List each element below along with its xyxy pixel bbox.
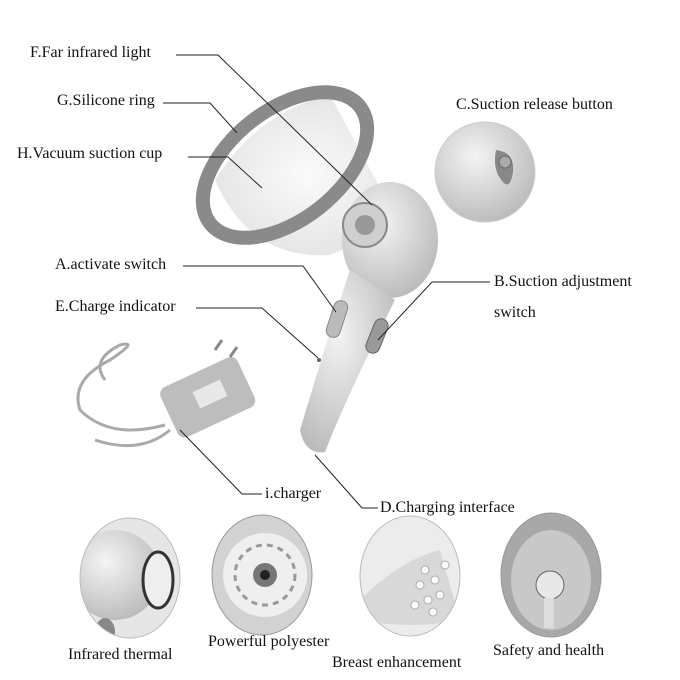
feature-image-infrared <box>80 518 180 638</box>
feature-image-enhancement <box>360 516 460 636</box>
label-silicone-ring: G.Silicone ring <box>57 92 155 109</box>
label-activate-switch: A.activate switch <box>55 256 167 273</box>
label-vacuum-suction-cup: H.Vacuum suction cup <box>17 145 163 162</box>
suction-release-button-inset <box>434 121 536 223</box>
suction-adjustment-switch <box>365 318 389 354</box>
charge-indicator <box>317 358 321 362</box>
feature-label-polyester: Powerful polyester <box>208 633 330 650</box>
silicone-ring <box>195 85 375 245</box>
label-suction-release-button: C.Suction release button <box>456 96 613 113</box>
feature-image-polyester <box>212 515 312 635</box>
feature-label-safety: Safety and health <box>493 642 605 659</box>
label-charging-interface: D.Charging interface <box>380 499 515 516</box>
label-charge-indicator: E.Charge indicator <box>55 298 176 315</box>
feature-image-safety <box>501 513 601 637</box>
label-charger: i.charger <box>265 485 322 502</box>
label-far-infrared-light: F.Far infrared light <box>30 44 151 61</box>
charger <box>76 339 256 448</box>
leader-lines <box>163 54 490 509</box>
label-suction-adjustment-switch: switch <box>494 304 536 321</box>
feature-label-enhancement: Breast enhancement <box>332 654 462 671</box>
device-body <box>300 182 438 453</box>
label-suction-adjustment: B.Suction adjustment <box>494 273 632 290</box>
activate-switch <box>325 300 349 338</box>
feature-label-infrared: Infrared thermal <box>68 646 173 663</box>
